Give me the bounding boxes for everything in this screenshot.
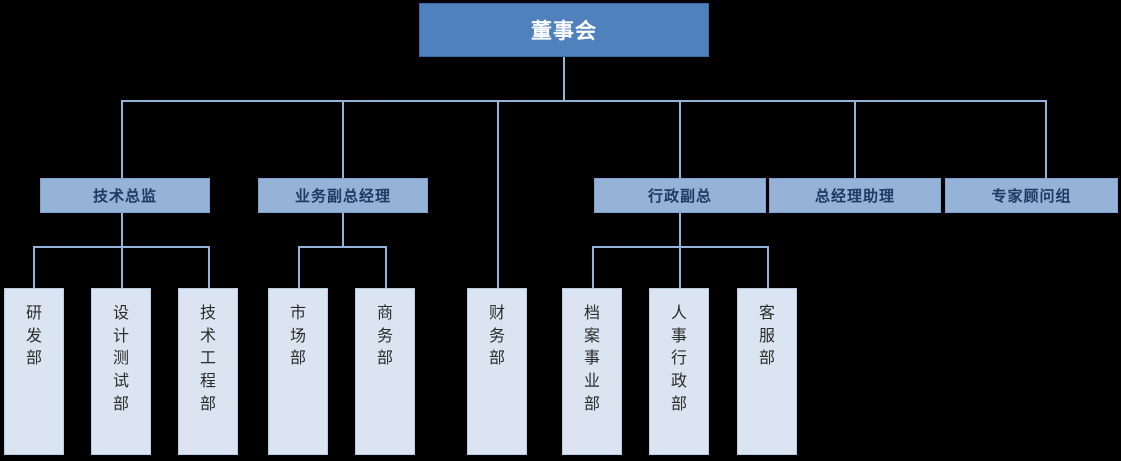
node-finance-dept-label: 财务部 — [489, 305, 506, 368]
node-board-label: 董事会 — [531, 20, 597, 43]
connector-drop-expert-group — [1045, 100, 1047, 178]
connector-root-bus — [121, 100, 1046, 102]
node-market-dept[interactable]: 市场部 — [268, 288, 328, 455]
node-design-test[interactable]: 设计测试部 — [91, 288, 151, 455]
node-tech-eng[interactable]: 技术工程部 — [178, 288, 238, 455]
connector-drop-finance-dept — [497, 100, 499, 288]
node-biz-vp-label: 业务副总经理 — [294, 188, 391, 205]
node-gm-assistant[interactable]: 总经理助理 — [769, 178, 941, 213]
node-finance-dept[interactable]: 财务部 — [467, 288, 527, 455]
node-biz-vp[interactable]: 业务副总经理 — [258, 178, 428, 213]
connector-drop-design-test — [121, 246, 123, 288]
node-gm-assistant-label: 总经理助理 — [814, 188, 895, 205]
connector-stem-tech-director — [121, 212, 123, 248]
node-hr-admin-label: 人事行政部 — [671, 305, 688, 413]
connector-drop-hr-admin — [679, 246, 681, 288]
connector-drop-rd-dept — [33, 246, 35, 288]
connector-stem-biz-vp — [342, 212, 344, 248]
connector-drop-service-dept — [767, 246, 769, 288]
connector-drop-archive-dept — [592, 246, 594, 288]
connector-drop-business-dept — [385, 246, 387, 288]
node-business-dept[interactable]: 商务部 — [355, 288, 415, 455]
node-tech-director-label: 技术总监 — [92, 188, 157, 205]
node-design-test-label: 设计测试部 — [113, 305, 130, 413]
connector-drop-biz-vp — [342, 100, 344, 178]
connector-bus-biz-vp — [298, 246, 386, 248]
node-tech-eng-label: 技术工程部 — [200, 305, 217, 413]
connector-drop-tech-eng — [208, 246, 210, 288]
connector-drop-admin-vp — [679, 100, 681, 178]
node-archive-dept[interactable]: 档案事业部 — [562, 288, 622, 455]
node-board[interactable]: 董事会 — [419, 3, 709, 57]
node-admin-vp-label: 行政副总 — [647, 188, 712, 205]
node-expert-group-label: 专家顾问组 — [991, 188, 1072, 205]
node-rd-dept-label: 研发部 — [26, 305, 43, 368]
node-service-dept[interactable]: 客服部 — [737, 288, 797, 455]
connector-drop-tech-director — [121, 100, 123, 178]
node-archive-dept-label: 档案事业部 — [584, 305, 601, 413]
node-market-dept-label: 市场部 — [290, 305, 307, 368]
node-rd-dept[interactable]: 研发部 — [4, 288, 64, 455]
node-admin-vp[interactable]: 行政副总 — [594, 178, 766, 213]
connector-drop-market-dept — [298, 246, 300, 288]
connector-stem-admin-vp — [679, 212, 681, 248]
connector-drop-gm-assistant — [854, 100, 856, 178]
connector-root-stem — [563, 57, 565, 101]
node-tech-director[interactable]: 技术总监 — [40, 178, 210, 213]
node-service-dept-label: 客服部 — [759, 305, 776, 368]
node-expert-group[interactable]: 专家顾问组 — [945, 178, 1118, 213]
node-business-dept-label: 商务部 — [377, 305, 394, 368]
node-hr-admin[interactable]: 人事行政部 — [649, 288, 709, 455]
